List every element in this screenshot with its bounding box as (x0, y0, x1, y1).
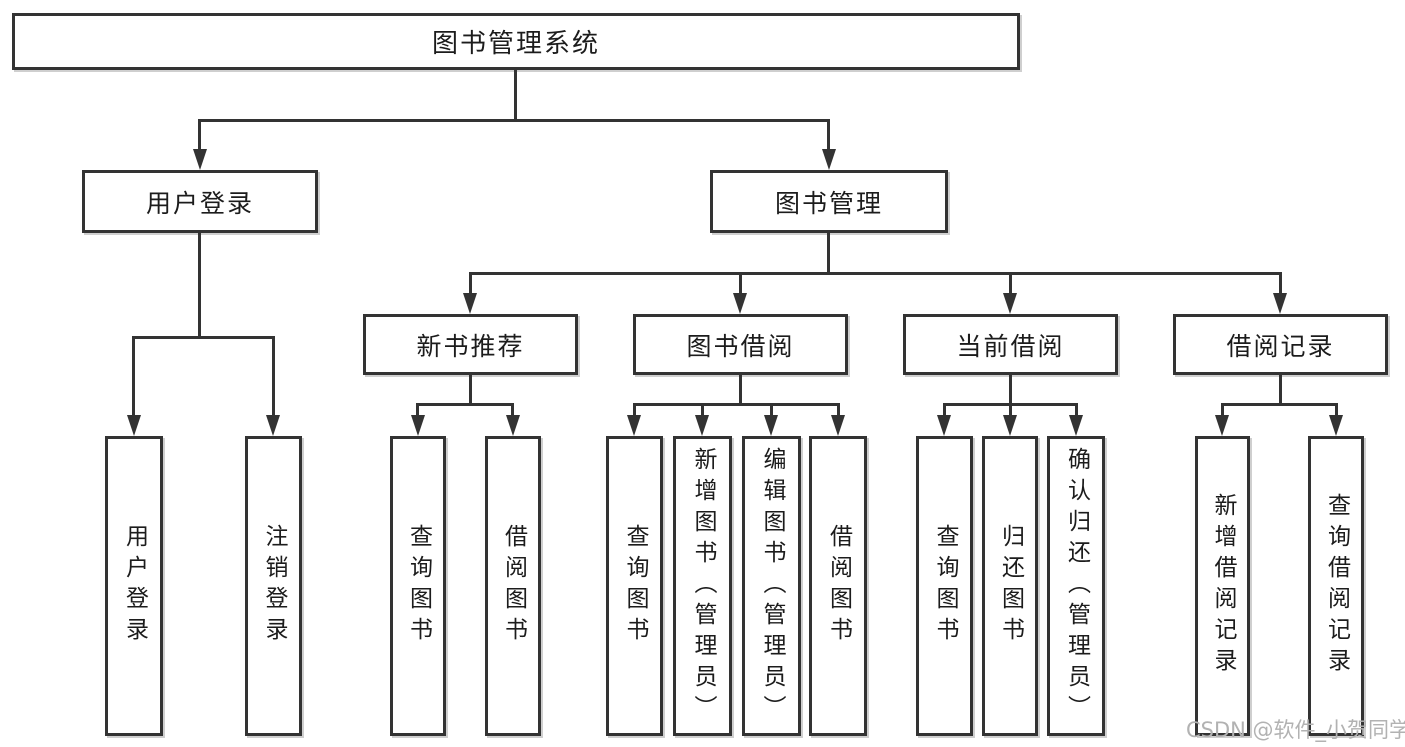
connector-arrow (1003, 293, 1017, 314)
connector-line (739, 272, 742, 295)
leaf-return-books: 归还图书 (982, 436, 1038, 736)
connector-line (701, 403, 704, 417)
connector-line (469, 375, 472, 406)
node-new-book-recommendation: 新书推荐 (363, 314, 578, 375)
node-label: 查询图书 (932, 524, 958, 648)
node-label: 用户登录 (145, 188, 254, 218)
node-label: 当前借阅 (956, 331, 1065, 361)
node-label: 图书借阅 (686, 331, 795, 361)
connector-arrow (1069, 415, 1083, 436)
leaf-query-books: 查询图书 (916, 436, 973, 736)
connector-arrow (733, 293, 747, 314)
connector-arrow (506, 415, 520, 436)
node-current-borrowing: 当前借阅 (903, 314, 1118, 375)
node-label: 确认归还（管理员） (1063, 446, 1090, 726)
node-label: 注销登录 (261, 524, 287, 648)
connector-arrow (1273, 293, 1287, 314)
node-label: 图书管理系统 (431, 29, 600, 59)
node-label: 新增借阅记录 (1210, 493, 1236, 679)
connector-arrow (463, 293, 477, 314)
connector-line (1009, 272, 1012, 295)
connector-line (827, 233, 830, 275)
connector-arrow (627, 415, 641, 436)
connector-line (511, 403, 514, 417)
node-label: 查询借阅记录 (1323, 493, 1350, 679)
connector-line (1335, 403, 1338, 417)
connector-arrow (1215, 415, 1229, 436)
connector-arrow (411, 415, 425, 436)
node-label: 新增图书（管理员） (690, 446, 716, 726)
connector-arrow (764, 415, 778, 436)
connector-line (514, 70, 517, 122)
watermark: CSDN @软件_小贺同学 (1186, 718, 1405, 742)
node-library-system: 图书管理系统 (12, 13, 1020, 70)
connector-line (1221, 403, 1224, 417)
connector-arrow (127, 415, 141, 436)
connector-arrow (193, 149, 207, 170)
node-label: 用户登录 (121, 524, 148, 648)
connector-line (272, 336, 275, 416)
connector-line (416, 403, 419, 417)
connector-line (469, 272, 472, 295)
connector-arrow (822, 149, 836, 170)
node-label: 借阅图书 (825, 524, 852, 648)
node-label: 借阅图书 (500, 524, 527, 648)
connector-arrow (831, 415, 845, 436)
connector-line (132, 336, 275, 339)
node-book-management: 图书管理 (710, 170, 948, 233)
connector-line (416, 403, 514, 406)
connector-line (1075, 403, 1078, 417)
leaf-query-books: 查询图书 (390, 436, 446, 736)
connector-line (1279, 272, 1282, 295)
connector-line (633, 403, 636, 417)
leaf-add-books-admin: 新增图书（管理员） (673, 436, 732, 736)
connector-line (1221, 403, 1338, 406)
connector-arrow (1329, 415, 1343, 436)
leaf-borrow-books: 借阅图书 (485, 436, 541, 736)
node-book-borrowing: 图书借阅 (633, 314, 848, 375)
leaf-user-login: 用户登录 (105, 436, 163, 736)
connector-line (1279, 375, 1282, 406)
node-label: 图书管理 (774, 188, 883, 218)
node-label: 查询图书 (405, 524, 432, 648)
leaf-logout-login: 注销登录 (245, 436, 302, 736)
node-label: 新书推荐 (416, 331, 525, 361)
connector-line (633, 403, 840, 406)
node-user-login: 用户登录 (82, 170, 318, 233)
leaf-query-books: 查询图书 (606, 436, 663, 736)
node-label: 编辑图书（管理员） (759, 446, 785, 726)
connector-arrow (1003, 415, 1017, 436)
connector-line (739, 375, 742, 406)
connector-line (837, 403, 840, 417)
leaf-edit-books-admin: 编辑图书（管理员） (742, 436, 801, 736)
node-label: 归还图书 (997, 524, 1024, 648)
connector-line (1009, 375, 1012, 406)
leaf-confirm-return-admin: 确认归还（管理员） (1047, 436, 1105, 736)
node-label: 查询图书 (622, 524, 648, 648)
connector-arrow (266, 415, 280, 436)
connector-line (943, 403, 946, 417)
leaf-add-borrow-record: 新增借阅记录 (1195, 436, 1250, 736)
connector-line (1009, 403, 1012, 417)
connector-line (827, 119, 830, 153)
leaf-query-borrow-record: 查询借阅记录 (1308, 436, 1364, 736)
connector-arrow (937, 415, 951, 436)
node-borrowing-records: 借阅记录 (1173, 314, 1388, 375)
leaf-borrow-books: 借阅图书 (809, 436, 867, 736)
connector-line (198, 119, 830, 122)
connector-line (198, 233, 201, 339)
connector-line (770, 403, 773, 417)
connector-line (469, 272, 1282, 275)
connector-line (132, 336, 135, 416)
connector-line (198, 119, 201, 153)
node-label: 借阅记录 (1226, 331, 1335, 361)
connector-arrow (695, 415, 709, 436)
